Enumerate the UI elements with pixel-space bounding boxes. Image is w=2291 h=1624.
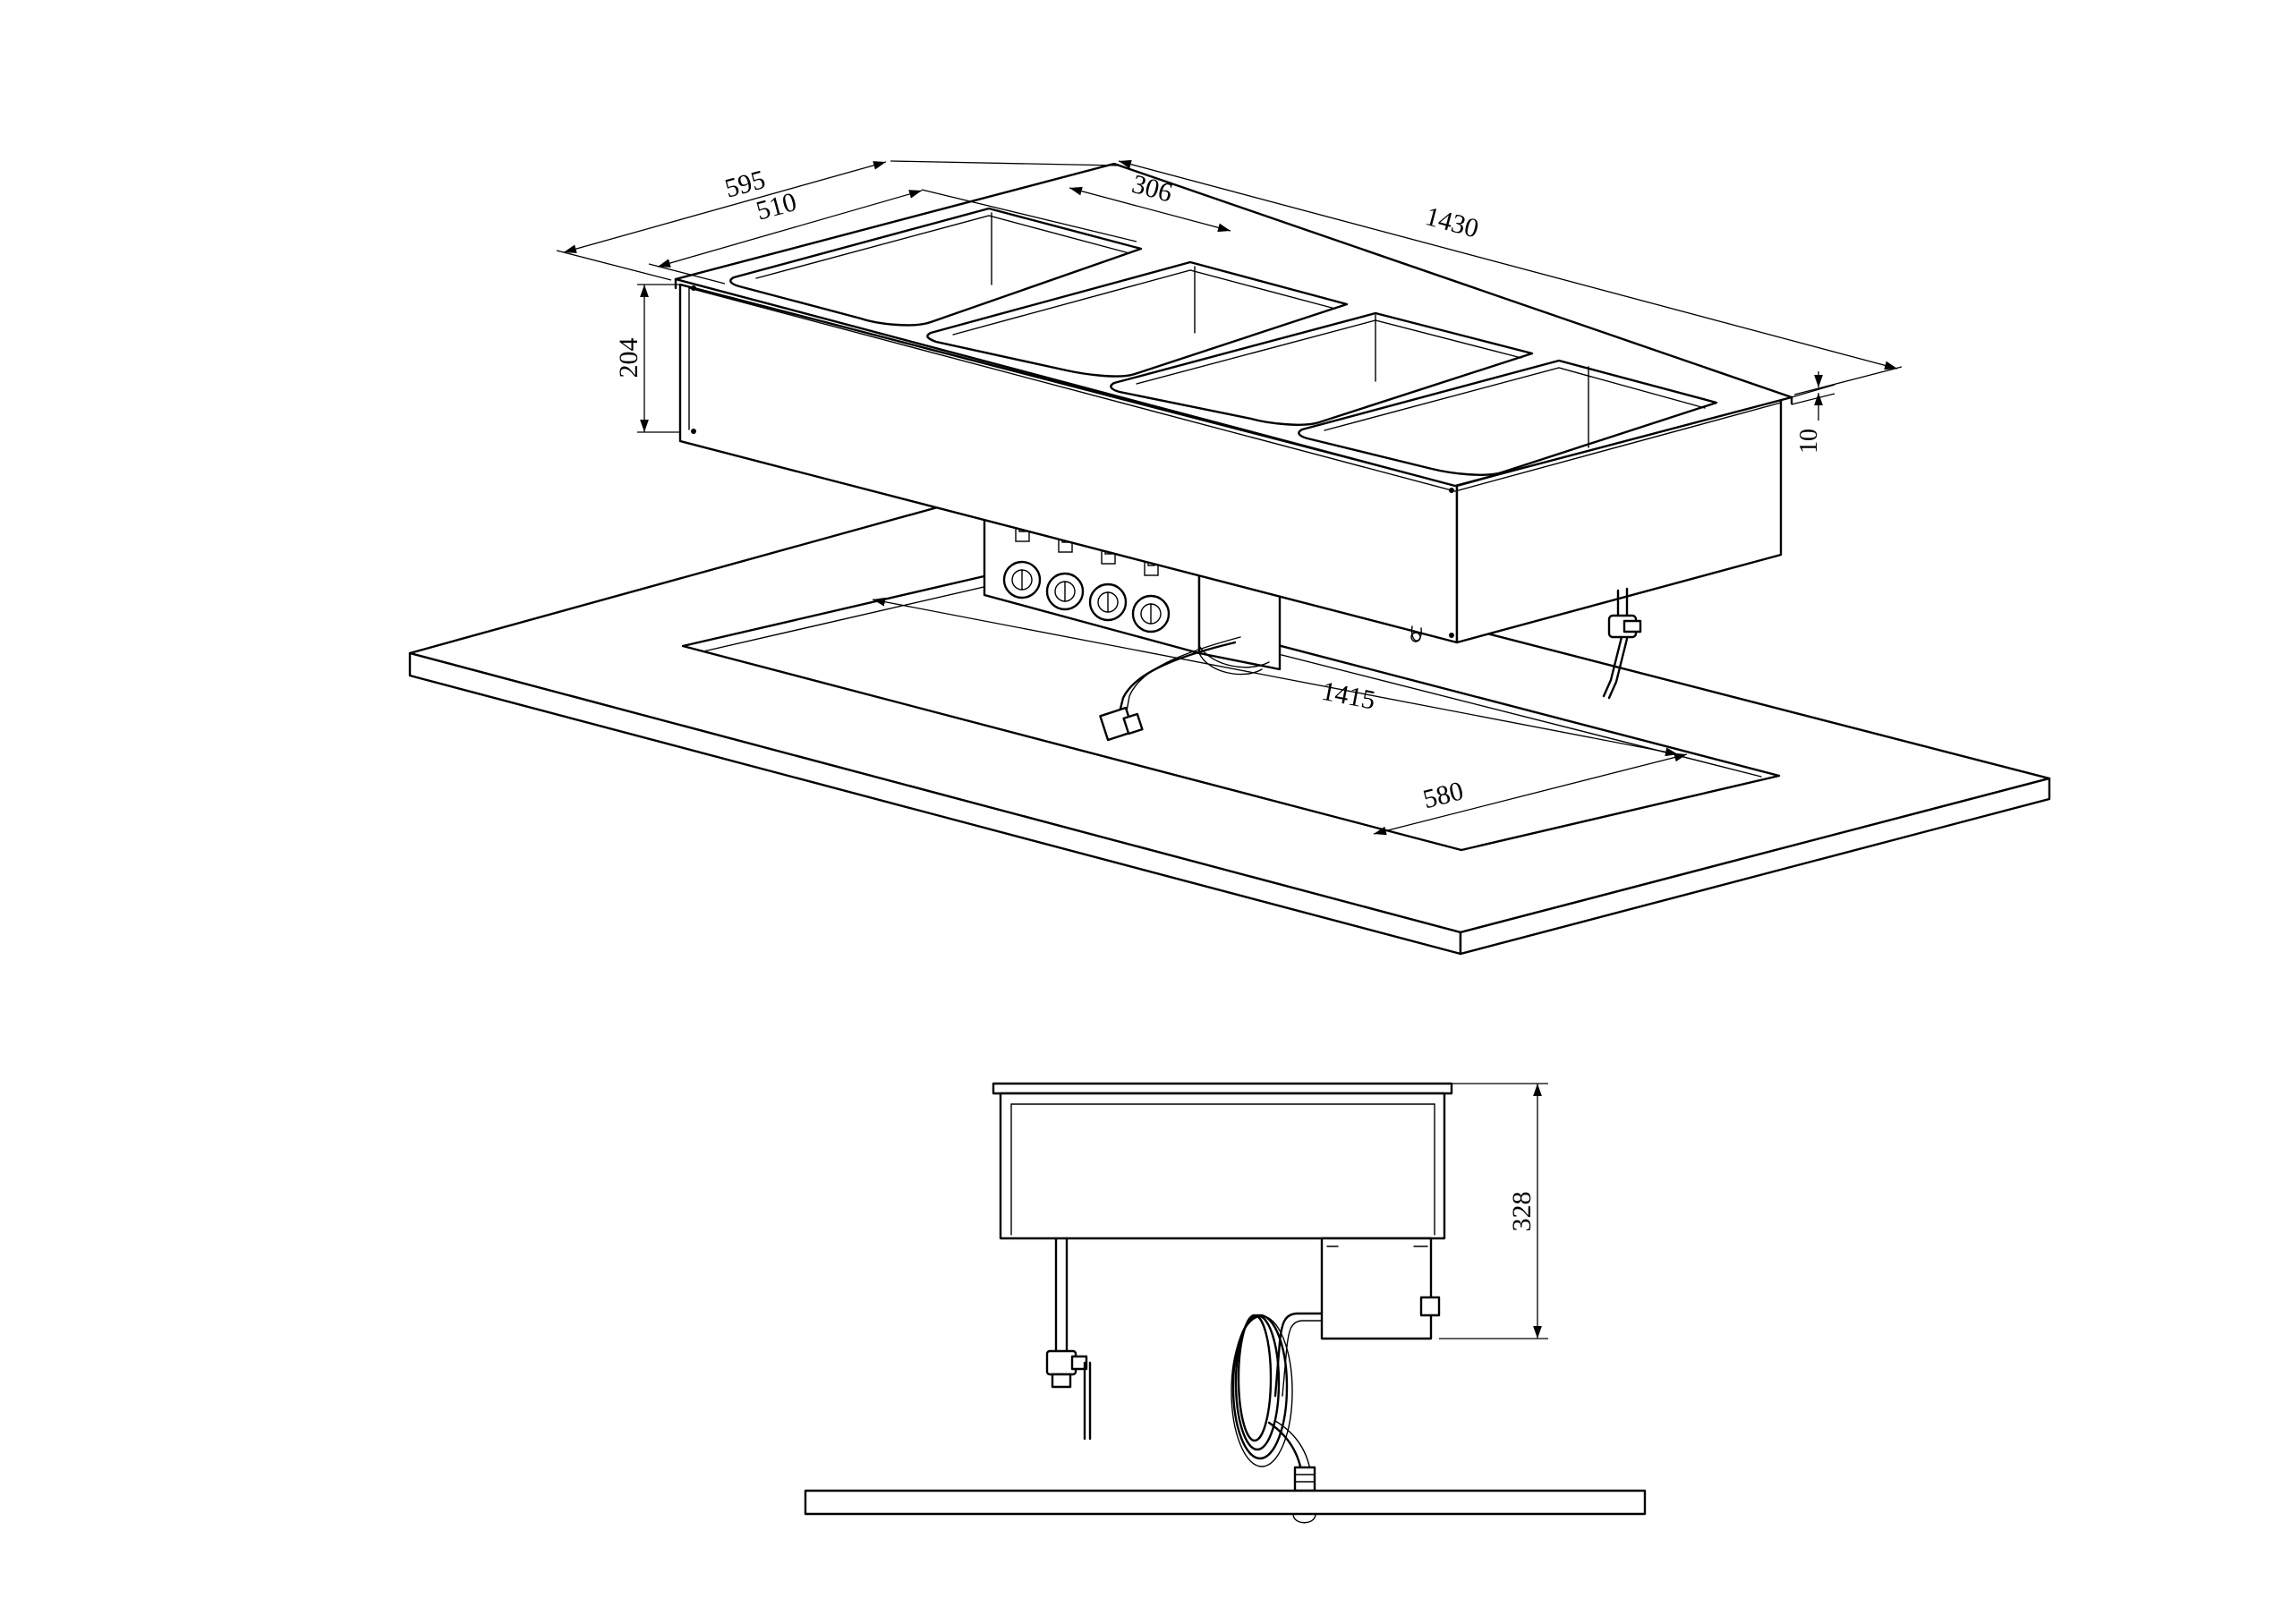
- side-view: 328: [804, 1082, 1647, 1524]
- side-countertop: [804, 1489, 1647, 1516]
- side-coiled-cable: [1231, 1312, 1324, 1492]
- dim-328: 328: [1439, 1083, 1548, 1339]
- isometric-view: 595 510 306 1430 204: [408, 159, 2051, 956]
- dim-328-label: 328: [1507, 1192, 1537, 1232]
- side-drain-valve: [1045, 1237, 1092, 1441]
- dim-1430-label: 1430: [1422, 201, 1481, 243]
- dim-204-label: 204: [614, 338, 643, 378]
- side-control-box: [1320, 1237, 1441, 1340]
- dim-10-label: 10: [1795, 429, 1823, 454]
- dim-204: 204: [614, 284, 680, 433]
- dim-10: 10: [1791, 371, 1835, 454]
